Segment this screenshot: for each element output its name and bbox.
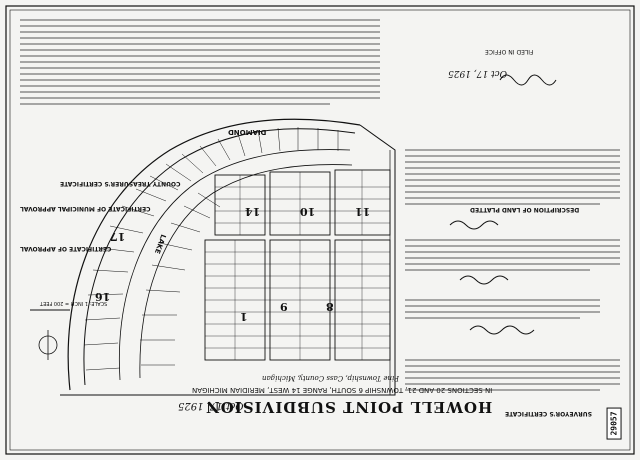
- shoreline-inner: [83, 128, 356, 386]
- signature-2: [449, 220, 499, 230]
- signature-4: [459, 275, 509, 285]
- road-line-a: [119, 149, 351, 381]
- surveyor-certificate-heading: SURVEYOR'S CERTIFICATE: [505, 410, 592, 417]
- plat-boundary: [60, 124, 396, 396]
- lake-label: DIAMOND: [228, 128, 267, 136]
- curved-lot-lines: [83, 127, 339, 371]
- block-number-1: 1: [240, 310, 248, 323]
- signature-1: [469, 325, 535, 335]
- handwritten-date: Oct 17, 1925: [178, 400, 244, 411]
- text-lines-upper-left: [20, 19, 380, 105]
- received-date: Oct 17, 1925: [448, 68, 507, 78]
- approval-certificate-heading: CERTIFICATE OF APPROVAL: [20, 245, 112, 252]
- plat-title: HOWELL POINT SUBDIVISION: [205, 398, 493, 416]
- inner-curved-lots: [140, 192, 221, 366]
- block-number-16: 16: [95, 290, 111, 303]
- block-lot-lines: [205, 170, 390, 360]
- sheet-border: [5, 5, 635, 455]
- signature-3: [499, 74, 557, 86]
- block-number-10: 10: [300, 205, 316, 218]
- block-number-9: 9: [280, 300, 288, 313]
- text-lines-lower-right: [405, 299, 600, 319]
- block-number-14: 14: [245, 205, 261, 218]
- treasurer-certificate-heading: COUNTY TREASURER'S CERTIFICATE: [60, 180, 181, 187]
- plat-location: Pine Township, Cass County, Michigan: [262, 374, 399, 382]
- block-number-8: 8: [326, 300, 334, 313]
- block-grid: [204, 169, 391, 361]
- sheet-inner-border: [9, 9, 631, 451]
- text-lines-right: [405, 149, 620, 391]
- description-heading: DESCRIPTION OF LAND PLATTED: [470, 206, 580, 213]
- municipal-approval-heading: CERTIFICATE OF MUNICIPAL APPROVAL: [20, 205, 151, 212]
- block-number-11: 11: [355, 205, 371, 218]
- filed-stamp: FILED IN OFFICE: [485, 48, 534, 55]
- block-number-17: 17: [110, 230, 126, 243]
- road-line-b: [139, 164, 353, 379]
- plat-subtitle: IN SECTIONS 20 AND 21, TOWNSHIP 6 SOUTH,…: [192, 386, 493, 394]
- shoreline-outer: [67, 118, 361, 391]
- record-number-stamp: 29057: [606, 407, 622, 440]
